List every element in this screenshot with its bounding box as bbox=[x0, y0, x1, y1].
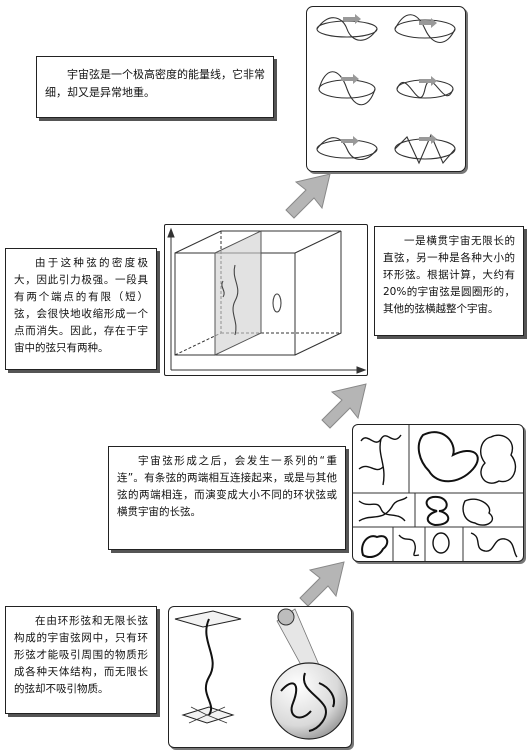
string-curve bbox=[302, 672, 327, 732]
loop-oscillation-figure bbox=[306, 6, 466, 172]
attraction-arrow-line bbox=[190, 706, 208, 716]
down-left-arrow-icon bbox=[321, 383, 367, 429]
reconnection-text: 宇宙弦形成之后，会发生一系列的“重连”。有条弦的两端相互连接起来，或是与其他弦的… bbox=[117, 455, 337, 518]
string-curve bbox=[470, 532, 518, 558]
motion-arrow-icon bbox=[419, 134, 437, 144]
string-network-text-box: 在由环形弦和无限长弦构成的宇宙弦网中，只有环形弦才能吸引周围的物质形成各种天体结… bbox=[5, 606, 157, 714]
loop-string-ring bbox=[432, 532, 450, 554]
string-curve bbox=[358, 465, 384, 471]
loop-wave bbox=[318, 71, 376, 106]
infinite-string-line bbox=[204, 618, 214, 716]
axis-arrow-icon bbox=[167, 227, 175, 238]
loop-string-curve bbox=[480, 434, 517, 484]
string-network-figure bbox=[168, 606, 352, 748]
motion-arrow-icon bbox=[341, 136, 359, 146]
string-curve bbox=[398, 534, 420, 557]
universe-box-figure bbox=[164, 224, 368, 376]
string-network-text: 在由环形弦和无限长弦构成的宇宙弦网中，只有环形弦才能吸引周围的物质形成各种天体结… bbox=[14, 615, 148, 695]
loop-oscillation-illustration bbox=[316, 14, 456, 165]
string-curve bbox=[379, 438, 385, 486]
intro-text: 宇宙弦是一个极高密度的能量线，它非常细，却又是异常地重。 bbox=[45, 68, 265, 99]
loop-wave bbox=[394, 14, 456, 44]
string-curve bbox=[280, 682, 312, 719]
loop-string-curve bbox=[417, 431, 479, 483]
attraction-arrow-line bbox=[188, 714, 208, 724]
lens-icon bbox=[277, 608, 295, 626]
box-side-face bbox=[294, 231, 342, 356]
motion-arrow-icon bbox=[343, 14, 361, 24]
down-left-arrow-icon bbox=[285, 173, 331, 219]
reconnection-figure bbox=[352, 424, 524, 562]
loop-wave bbox=[396, 80, 454, 98]
reconnection-text-box: 宇宙弦形成之后，会发生一系列的“重连”。有条弦的两端相互连接起来，或是与其他弦的… bbox=[108, 446, 346, 550]
string-curve bbox=[358, 500, 406, 522]
string-curve bbox=[358, 496, 408, 522]
gravity-text-box: 由于这种弦的密度极大，因此引力极强。一段具有两个端点的有限（短）弦，会很快地收缩… bbox=[5, 248, 157, 370]
infinite-string-line bbox=[232, 264, 239, 336]
intro-text-box: 宇宙弦是一个极高密度的能量线，它非常细，却又是异常地重。 bbox=[36, 56, 274, 118]
axis-arrow-icon bbox=[356, 366, 367, 374]
string-network-sphere bbox=[270, 662, 348, 740]
gravity-text: 由于这种弦的密度极大，因此引力极强。一段具有两个端点的有限（短）弦，会很快地收缩… bbox=[14, 257, 148, 354]
loop-wave bbox=[316, 137, 378, 161]
attraction-arrow-line bbox=[206, 714, 228, 724]
motion-arrow-icon bbox=[341, 74, 359, 84]
loop-string-curve bbox=[462, 498, 494, 526]
box-top-face bbox=[174, 230, 342, 254]
motion-arrow-icon bbox=[419, 18, 437, 28]
string-network-illustration bbox=[174, 608, 348, 740]
loop-string-ring bbox=[272, 293, 282, 313]
loop-wave bbox=[316, 17, 378, 41]
loop-string-curve bbox=[425, 495, 450, 527]
loop-wave bbox=[394, 133, 456, 165]
motion-arrow-icon bbox=[419, 76, 437, 86]
box-hidden-edge bbox=[174, 332, 222, 356]
string-types-text-box: 一是横贯宇宙无限长的直弦，另一种是各种大小的环形弦。根据计算，大约有20%的宇宙… bbox=[374, 226, 524, 336]
reconnection-illustration bbox=[353, 425, 523, 561]
loop-string-curve bbox=[361, 535, 389, 558]
string-types-text: 一是横贯宇宙无限长的直弦，另一种是各种大小的环形弦。根据计算，大约有20%的宇宙… bbox=[383, 235, 515, 315]
short-string-line bbox=[221, 280, 225, 298]
down-left-arrow-icon bbox=[299, 561, 345, 607]
string-curve bbox=[318, 682, 335, 708]
universe-box-illustration bbox=[167, 227, 367, 374]
